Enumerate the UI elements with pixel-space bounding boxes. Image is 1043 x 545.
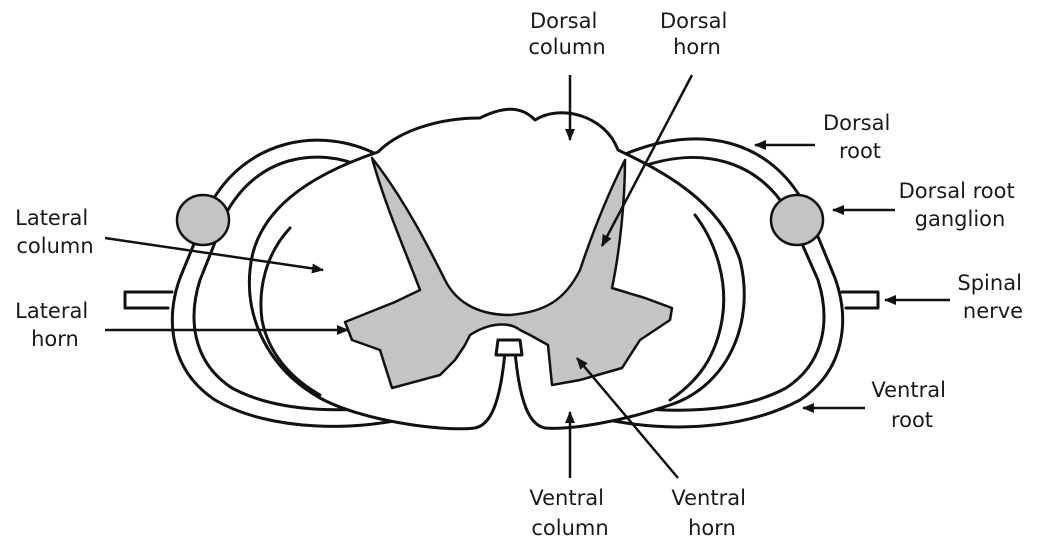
- label-ventral-horn: Ventral horn: [671, 486, 752, 540]
- label-ventral-column: Ventral column: [529, 486, 610, 540]
- label-dorsal-root: Dorsal root: [823, 111, 897, 163]
- label-dorsal-column: Dorsal column: [528, 9, 605, 59]
- left-dorsal-root-ganglion: [177, 195, 229, 245]
- label-spinal-nerve: Spinal nerve: [957, 271, 1028, 323]
- label-ventral-root: Ventral root: [871, 378, 952, 432]
- label-dorsal-root-ganglion: Dorsal root ganglion: [899, 179, 1022, 231]
- label-lateral-column: Lateral column: [15, 206, 95, 258]
- label-dorsal-horn: Dorsal horn: [660, 9, 734, 59]
- right-dorsal-root-ganglion: [771, 195, 823, 245]
- label-lateral-horn: Lateral horn: [15, 299, 95, 351]
